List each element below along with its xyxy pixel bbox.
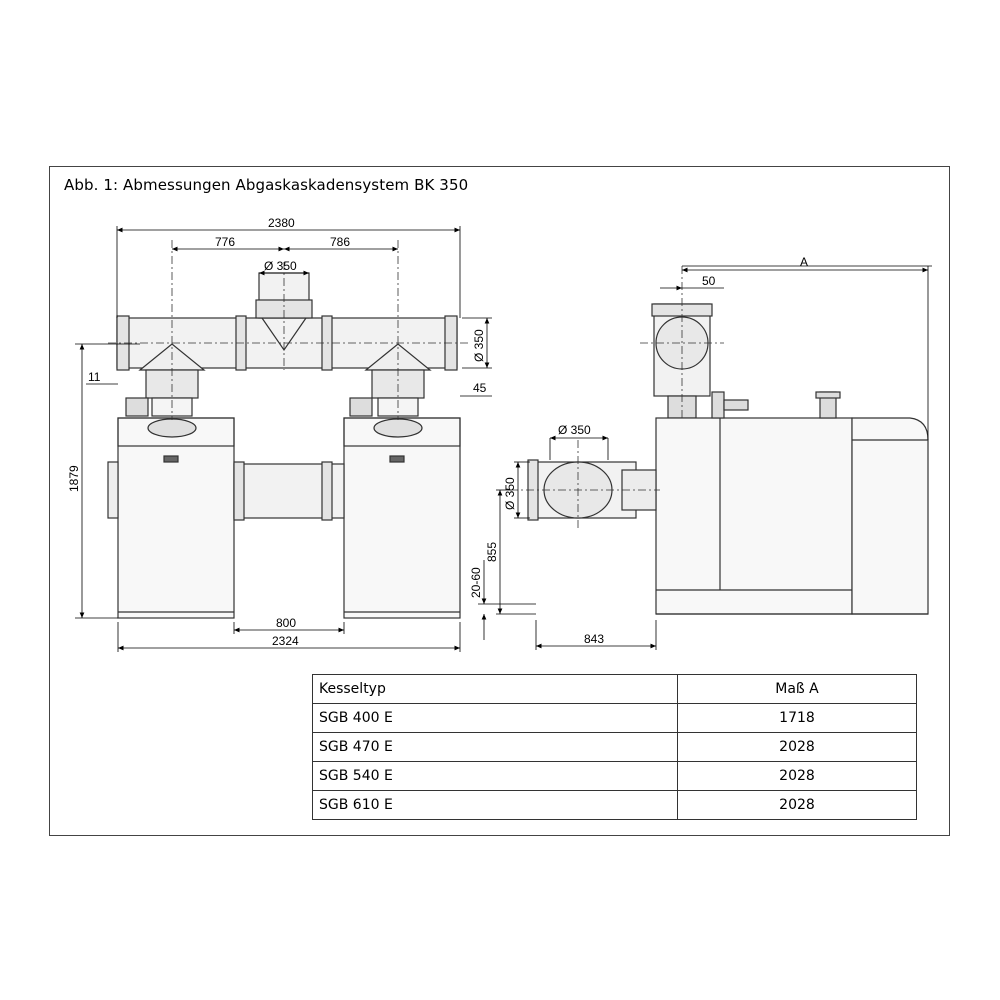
dim-left-spacing: 776 [215, 235, 235, 249]
dim-gap: 800 [276, 616, 296, 630]
cell-mass-a: 2028 [677, 732, 917, 762]
dim-feet: 20-60 [469, 567, 483, 598]
figure-frame [49, 166, 950, 836]
dim-height: 1879 [67, 465, 81, 492]
dim-pipe-diameter-vertical: Ø 350 [503, 477, 517, 510]
dim-pipe-diameter: Ø 350 [558, 423, 591, 437]
dim-right-offset: 45 [473, 381, 487, 395]
boiler-left [117, 417, 235, 619]
table-row: SGB 470 E 2028 [312, 732, 917, 762]
front-view [107, 240, 470, 619]
cell-kesseltyp: SGB 400 E [312, 703, 678, 733]
dim-a: A [800, 255, 808, 269]
side-view [510, 266, 929, 615]
spec-table: Kesseltyp Maß A SGB 400 E 1718 SGB 470 E… [312, 674, 917, 820]
figure-title: Abb. 1: Abmessungen Abgaskaskadensystem … [64, 176, 469, 194]
dim-total-bottom: 2324 [272, 634, 299, 648]
dim-left-offset: 11 [88, 370, 101, 384]
table-row: SGB 400 E 1718 [312, 703, 917, 733]
table-header-row: Kesseltyp Maß A [312, 674, 917, 704]
dim-50: 50 [702, 274, 716, 288]
table-row: SGB 610 E 2028 [312, 790, 917, 820]
cell-mass-a: 2028 [677, 761, 917, 791]
cell-kesseltyp: SGB 540 E [312, 761, 678, 791]
header-kesseltyp: Kesseltyp [312, 674, 678, 704]
side-dimensions [478, 265, 932, 650]
dim-843: 843 [584, 632, 604, 646]
cell-mass-a: 1718 [677, 703, 917, 733]
side-boiler-body [655, 417, 853, 615]
cell-kesseltyp: SGB 470 E [312, 732, 678, 762]
boiler-right [343, 417, 461, 619]
dim-height-855: 855 [485, 542, 499, 562]
dim-right-spacing: 786 [330, 235, 350, 249]
dim-top-diameter: Ø 350 [264, 259, 297, 273]
cell-mass-a: 2028 [677, 790, 917, 820]
dim-header-diameter: Ø 350 [472, 329, 486, 362]
cell-kesseltyp: SGB 610 E [312, 790, 678, 820]
front-dimensions [75, 226, 492, 652]
table-row: SGB 540 E 2028 [312, 761, 917, 791]
dim-total-top: 2380 [268, 216, 295, 230]
header-mass-a: Maß A [677, 674, 917, 704]
